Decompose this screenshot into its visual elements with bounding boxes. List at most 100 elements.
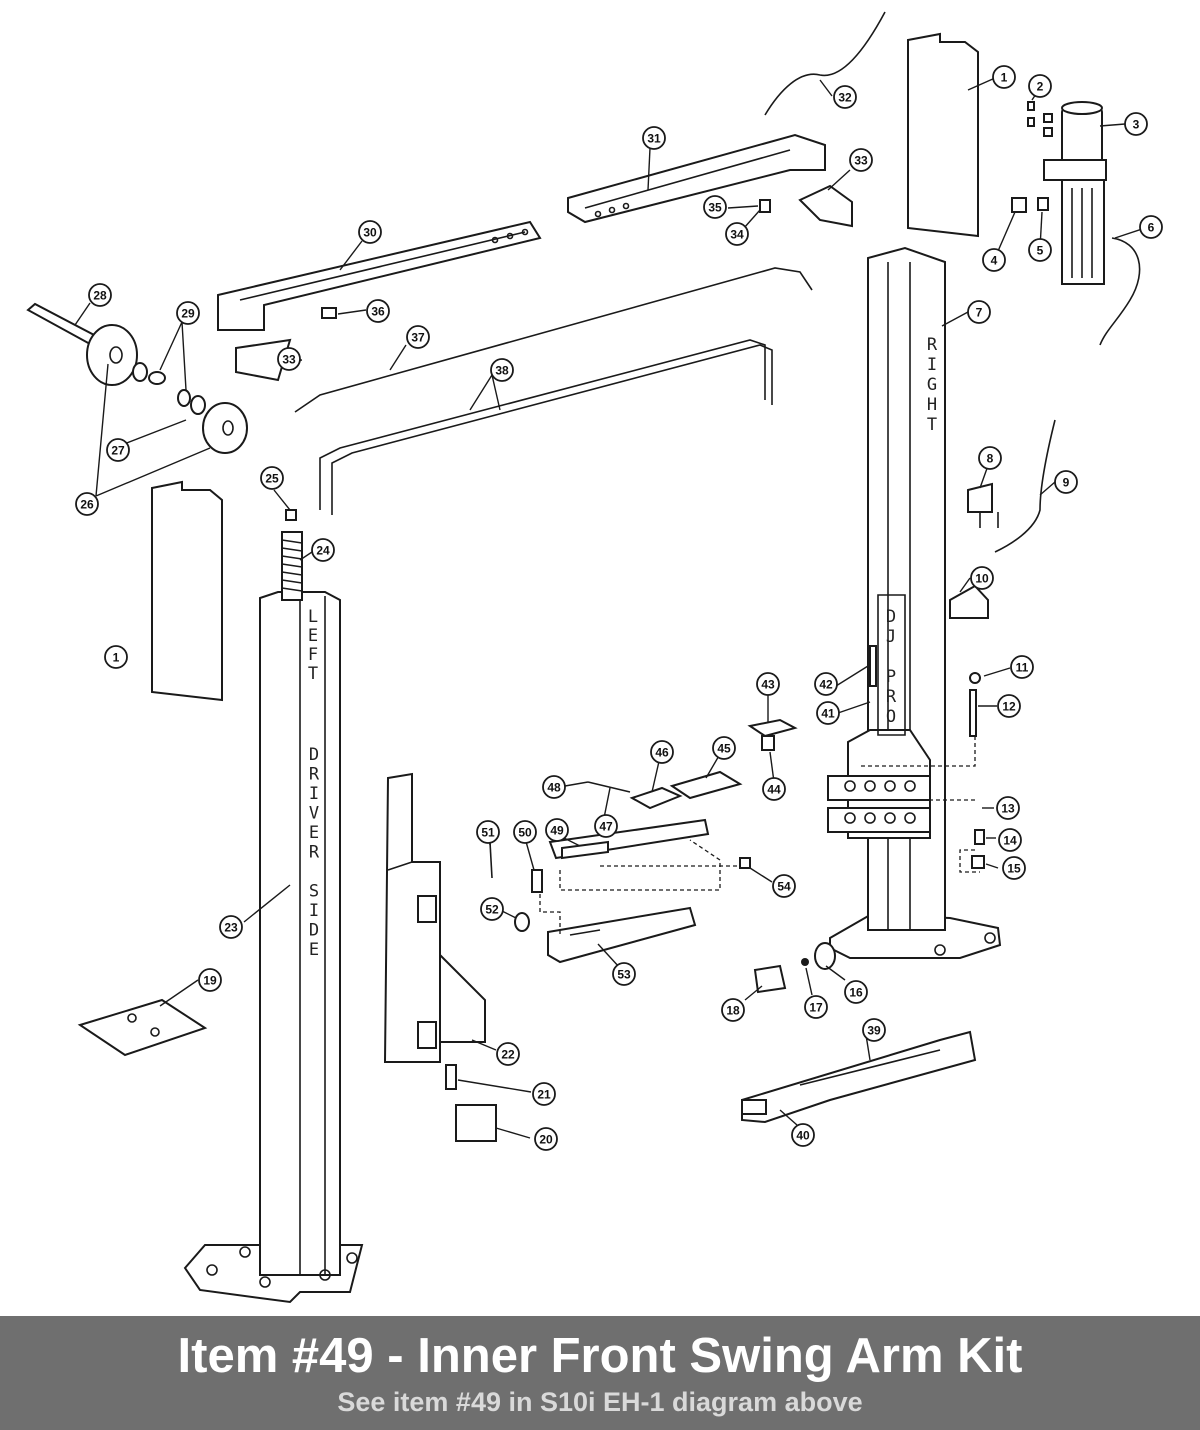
callout-23: 23	[219, 915, 243, 939]
left-column	[183, 509, 364, 1304]
callout-number: 52	[485, 903, 499, 917]
callout-number: 19	[203, 974, 217, 988]
callout-4: 4	[982, 248, 1006, 272]
callout-44: 44	[762, 777, 786, 801]
callout-38: 38	[490, 358, 514, 382]
callout-number: 2	[1037, 80, 1044, 94]
callout-number: 50	[518, 826, 532, 840]
callout-37: 37	[406, 325, 430, 349]
callout-15: 15	[1002, 856, 1026, 880]
callout-number: 36	[371, 305, 385, 319]
pin-12	[969, 689, 977, 737]
ball-11	[969, 672, 981, 684]
callout-36: 36	[366, 299, 390, 323]
overhead-beam-31	[567, 133, 826, 224]
callout-number: 54	[777, 880, 791, 894]
adapter-43	[747, 718, 798, 738]
lift-arm-39	[741, 1030, 977, 1124]
callout-number: 53	[617, 968, 631, 982]
callout-number: 29	[181, 307, 195, 321]
pad-19	[77, 998, 208, 1057]
callout-47: 47	[594, 814, 618, 838]
spring-14	[974, 829, 985, 845]
callout-number: 47	[599, 820, 613, 834]
callout-42: 42	[814, 672, 838, 696]
callout-number: 34	[730, 228, 744, 242]
callout-51: 51	[476, 820, 500, 844]
switch-34	[759, 199, 771, 213]
pin-47	[587, 781, 631, 793]
callout-number: 46	[655, 746, 669, 760]
callout-number: 15	[1007, 862, 1021, 876]
callout-52: 52	[480, 897, 504, 921]
leader-lines	[74, 77, 1146, 1139]
callout-41: 41	[816, 701, 840, 725]
plate-10	[949, 584, 989, 619]
power-unit	[1027, 101, 1107, 285]
callout-number: 6	[1148, 221, 1155, 235]
callout-number: 51	[481, 826, 495, 840]
callout-12: 12	[997, 694, 1021, 718]
swing-arm-outer-53	[547, 906, 697, 964]
plate-18	[753, 964, 787, 994]
callout-number: 43	[761, 678, 775, 692]
callout-number: 5	[1037, 244, 1044, 258]
callout-19: 19	[198, 968, 222, 992]
callout-number: 26	[80, 498, 94, 512]
callout-number: 24	[316, 544, 330, 558]
callout-number: 21	[537, 1088, 551, 1102]
right-column	[827, 246, 1002, 959]
callout-29: 29	[176, 301, 200, 325]
callout-40: 40	[791, 1123, 815, 1147]
banner-title: Item #49 - Inner Front Swing Arm Kit	[177, 1329, 1023, 1383]
callout-number: 10	[975, 572, 989, 586]
callout-10: 10	[970, 566, 994, 590]
callout-number: 32	[838, 91, 852, 105]
sheave-assembly	[26, 302, 248, 454]
callout-number: 28	[93, 289, 107, 303]
callout-number: 35	[708, 201, 722, 215]
sheave-16	[814, 942, 836, 970]
callout-33: 33	[277, 347, 301, 371]
callout-number: 45	[717, 742, 731, 756]
callout-22: 22	[496, 1042, 520, 1066]
callout-number: 14	[1003, 834, 1017, 848]
callout-13: 13	[996, 796, 1020, 820]
callout-35: 35	[703, 195, 727, 219]
callout-45: 45	[712, 736, 736, 760]
callout-18: 18	[721, 998, 745, 1022]
cable-9	[994, 419, 1056, 553]
callout-20: 20	[534, 1127, 558, 1151]
callout-24: 24	[311, 538, 335, 562]
callout-number: 4	[991, 254, 998, 268]
callout-14: 14	[998, 828, 1022, 852]
callout-16: 16	[844, 980, 868, 1004]
callout-34: 34	[725, 222, 749, 246]
callout-number: 31	[647, 132, 661, 146]
bracket-33-right	[798, 184, 853, 228]
callout-number: 37	[411, 331, 425, 345]
callout-number: 9	[1063, 476, 1070, 490]
bracket-33-left	[235, 338, 292, 382]
hose-37	[294, 267, 813, 413]
callout-46: 46	[650, 740, 674, 764]
callout-number: 38	[495, 364, 509, 378]
callout-1-2: 1	[104, 645, 128, 669]
fitting-4	[1011, 197, 1027, 213]
callout-number: 41	[821, 707, 835, 721]
arm-carriage-22	[383, 772, 441, 1063]
callout-6: 6	[1139, 215, 1163, 239]
bolt-54	[739, 857, 751, 869]
callout-48: 48	[542, 775, 566, 799]
callout-25: 25	[260, 466, 284, 490]
callout-number: 3	[1133, 118, 1140, 132]
callout-number: 48	[547, 781, 561, 795]
column-cover-right	[907, 32, 979, 238]
callout-33-2: 33	[849, 148, 873, 172]
callout-number: 27	[111, 444, 125, 458]
bracket-8	[967, 482, 993, 513]
callout-7: 7	[967, 300, 991, 324]
